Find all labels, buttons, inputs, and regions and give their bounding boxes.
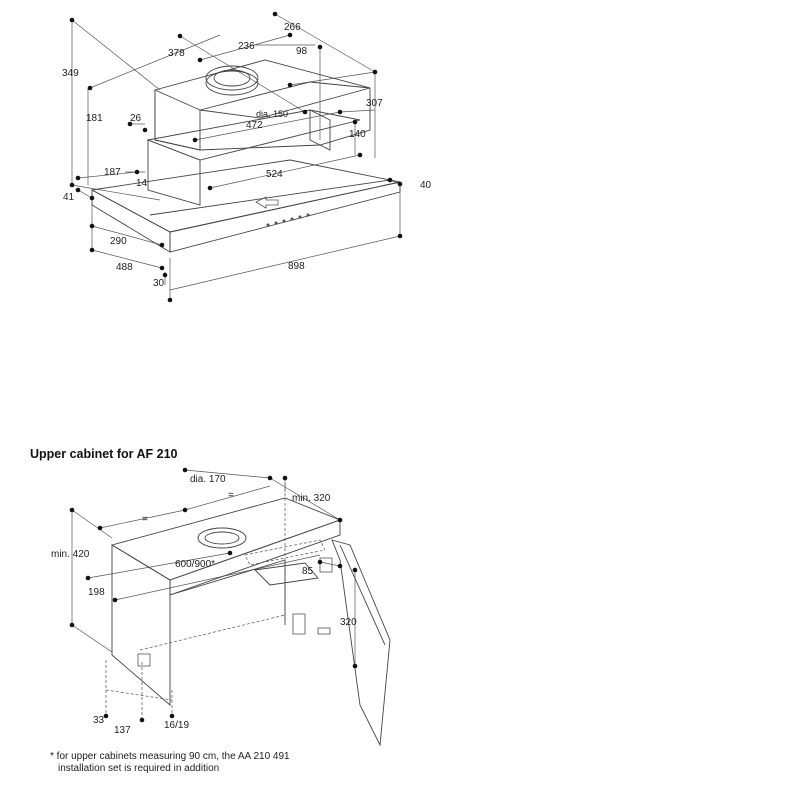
cabinet-dimension-lines <box>71 469 356 720</box>
dim-min-320: min. 320 <box>292 493 331 504</box>
dim-14: 14 <box>136 178 148 189</box>
dim-30: 30 <box>153 278 165 289</box>
footnote-line-2: installation set is required in addition <box>58 763 220 774</box>
hood-dimension-dots <box>69 11 403 303</box>
dim-488: 488 <box>116 262 133 273</box>
duct-collar <box>205 70 259 96</box>
control-buttons <box>266 213 310 227</box>
dim-320: 320 <box>340 617 357 628</box>
hood-drawing: 266 378 236 98 349 307 181 26 472 dia. 1… <box>62 11 432 303</box>
hood-dimension-labels: 266 378 236 98 349 307 181 26 472 dia. 1… <box>62 22 432 289</box>
hood-cutout <box>244 539 326 566</box>
hood-body <box>90 59 401 253</box>
dim-equal-1: = <box>228 490 234 501</box>
dim-26: 26 <box>130 113 142 124</box>
dim-98: 98 <box>296 46 308 57</box>
footnote-line-1: * for upper cabinets measuring 90 cm, th… <box>50 751 290 762</box>
dim-378: 378 <box>168 48 185 59</box>
dim-349: 349 <box>62 68 79 79</box>
dim-16-19: 16/19 <box>164 720 189 731</box>
dim-dia-170: dia. 170 <box>190 474 226 485</box>
dim-187: 187 <box>104 167 121 178</box>
dim-524: 524 <box>266 169 283 180</box>
hood-dimension-lines <box>71 13 401 300</box>
cabinet-dimension-dots <box>69 467 358 723</box>
mounting-bracket-left <box>137 653 151 667</box>
mounting-bracket-right <box>292 613 306 635</box>
dim-137: 137 <box>114 725 131 736</box>
dim-181: 181 <box>86 113 103 124</box>
duct-opening <box>197 527 247 549</box>
dim-236: 236 <box>238 41 255 52</box>
cabinet-title: Upper cabinet for AF 210 <box>30 447 178 461</box>
dim-140: 140 <box>349 129 366 140</box>
dim-266: 266 <box>284 22 301 33</box>
dim-40: 40 <box>420 180 432 191</box>
airflow-arrow-icon <box>255 196 279 209</box>
dim-898: 898 <box>288 261 305 272</box>
cabinet-dimension-labels: dia. 170 = = min. 320 min. 420 600/900* … <box>51 474 357 736</box>
dim-600-900: 600/900* <box>175 559 215 570</box>
cabinet-door <box>331 539 391 747</box>
dim-307: 307 <box>366 98 383 109</box>
hood-tray <box>254 562 319 586</box>
cabinet-drawing: dia. 170 = = min. 320 min. 420 600/900* … <box>51 467 391 747</box>
dim-dia-150: dia. 150 <box>256 109 288 119</box>
mounting-bracket-door <box>317 627 331 635</box>
dim-41: 41 <box>63 192 75 203</box>
dim-290: 290 <box>110 236 127 247</box>
dim-min-420: min. 420 <box>51 549 90 560</box>
dim-472: 472 <box>246 120 263 131</box>
dim-equal-2: = <box>142 514 148 525</box>
dim-85: 85 <box>302 566 314 577</box>
dim-33: 33 <box>93 715 105 726</box>
dim-198: 198 <box>88 587 105 598</box>
